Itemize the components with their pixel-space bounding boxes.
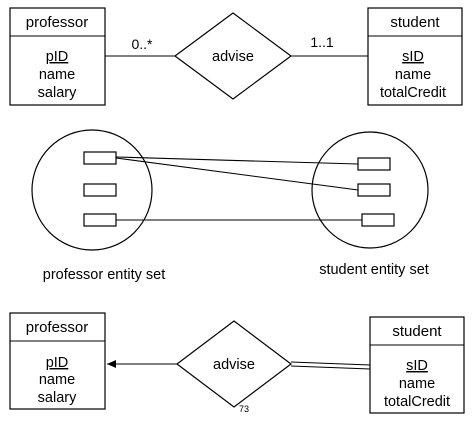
bottom-professor-entity: professor pID name salary xyxy=(9,312,106,410)
student-instance-2 xyxy=(357,183,391,197)
bottom-advise-relationship: advise xyxy=(176,320,292,408)
bottom-professor-title: professor xyxy=(26,319,89,336)
page-number: 73 xyxy=(239,404,249,414)
bottom-double-line-lower xyxy=(290,365,371,370)
bottom-double-line-upper xyxy=(290,361,371,366)
student-entity-set-label: student entity set xyxy=(319,262,429,278)
professor-instance-3 xyxy=(83,213,117,227)
bottom-student-attr-2: totalCredit xyxy=(384,394,450,410)
professor-entity-set-label: professor entity set xyxy=(43,267,166,283)
top-er-diagram: professor pID name salary advise 0..* 1.… xyxy=(9,7,463,106)
top-professor-key-attr: pID xyxy=(46,49,69,65)
student-instance-1 xyxy=(357,157,391,171)
professor-instance-2 xyxy=(83,183,117,197)
top-advise-label: advise xyxy=(212,49,254,65)
bottom-professor-attr-1: name xyxy=(39,372,75,388)
professor-instance-1 xyxy=(83,151,117,165)
top-professor-attr-2: salary xyxy=(38,85,77,101)
student-instance-3 xyxy=(361,213,395,227)
relationship-instance-2 xyxy=(115,157,359,191)
bottom-er-diagram: professor pID name salary advise student… xyxy=(9,312,465,414)
bottom-advise-label: advise xyxy=(213,357,255,373)
top-student-attr-2: totalCredit xyxy=(380,85,446,101)
entity-set-illustration: professor entity set student entity set xyxy=(31,129,429,283)
bottom-student-key-attr: sID xyxy=(406,358,428,374)
top-left-cardinality: 0..* xyxy=(131,36,153,52)
bottom-student-title: student xyxy=(392,323,442,340)
relationship-instance-1 xyxy=(115,156,359,165)
top-right-cardinality: 1..1 xyxy=(310,34,334,50)
bottom-professor-key-attr: pID xyxy=(46,355,69,371)
top-professor-entity: professor pID name salary xyxy=(9,7,106,106)
bottom-professor-attr-2: salary xyxy=(38,390,77,406)
bottom-student-entity: student sID name totalCredit xyxy=(369,316,465,414)
top-advise-relationship: advise xyxy=(173,12,293,100)
top-student-attr-1: name xyxy=(395,67,431,83)
top-professor-attr-1: name xyxy=(39,67,75,83)
bottom-student-attr-1: name xyxy=(399,376,435,392)
top-professor-title: professor xyxy=(26,14,89,31)
top-student-title: student xyxy=(390,14,440,31)
top-student-entity: student sID name totalCredit xyxy=(367,7,463,106)
top-student-key-attr: sID xyxy=(402,49,424,65)
